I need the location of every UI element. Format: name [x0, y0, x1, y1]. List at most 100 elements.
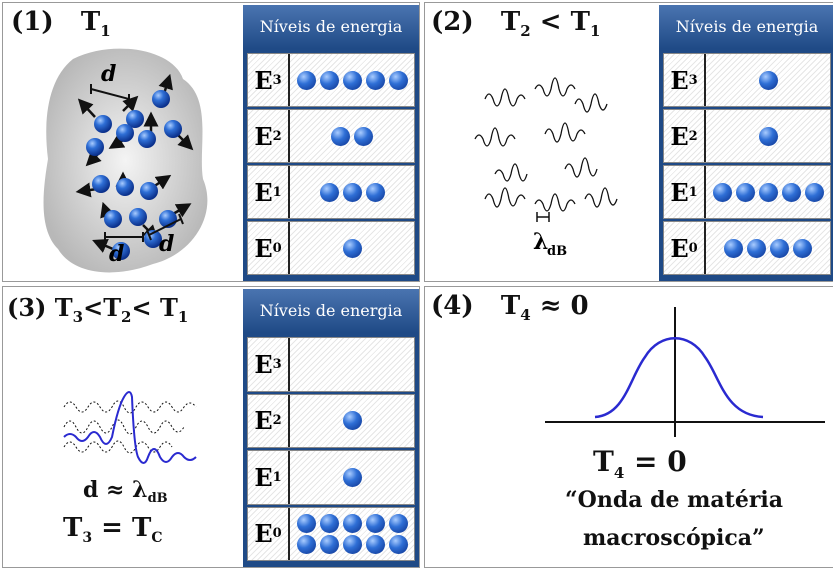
- energy-levels-title: Níveis de energia: [243, 5, 419, 49]
- thermal-gas-illustration: d d d: [43, 48, 208, 273]
- panel-1: (1) T1: [2, 2, 420, 282]
- temperature-symbol: T: [570, 7, 590, 37]
- particle-ball: [781, 182, 801, 202]
- particle-ball: [296, 513, 316, 533]
- particle-group: [292, 338, 412, 391]
- d-label-bottom-left: d: [109, 241, 124, 267]
- panel-number: (1): [11, 7, 54, 37]
- panel-number: (3): [7, 293, 47, 322]
- overlapping-waves-illustration: [63, 391, 197, 464]
- particle-ball: [319, 513, 339, 533]
- d-label-top: d: [101, 61, 116, 87]
- less-than-symbol: <T: [83, 293, 122, 322]
- caption-line-1: “Onda de matéria: [565, 487, 784, 513]
- panel-3-heading: (3) T3<T2< T1: [7, 293, 188, 326]
- energy-levels-title: Níveis de energia: [659, 5, 833, 49]
- particle-ball: [365, 70, 385, 90]
- particle-ball: [747, 238, 766, 258]
- particle-group: [708, 222, 828, 274]
- coherent-wave: [63, 391, 197, 464]
- particle-group: [708, 110, 828, 162]
- particle-ball: [342, 467, 362, 487]
- less-than-symbol: <: [539, 7, 562, 37]
- panel-2-heading: (2) T2 < T1: [431, 7, 600, 40]
- particle-ball: [342, 238, 362, 258]
- particle-ball: [758, 126, 778, 146]
- particle-ball: [342, 411, 362, 431]
- particle-group: [292, 395, 412, 448]
- gas-cloud: [43, 48, 208, 273]
- particle-ball: [342, 182, 362, 202]
- less-than-symbol: < T: [131, 293, 178, 322]
- particle-ball: [793, 238, 812, 258]
- particle-ball: [365, 534, 385, 554]
- particle-ball: [319, 182, 339, 202]
- caption-line-2: macroscópica”: [583, 525, 765, 551]
- panel-3: (3) T3<T2< T1 d ≈ λdB T3 = TC Níveis de …: [2, 286, 420, 568]
- temperature-subscript: 2: [520, 22, 531, 41]
- panel-4: (4) T4 ≈ 0 T4 = 0 “Onda de matéria macro…: [424, 286, 833, 568]
- particle-ball: [342, 534, 362, 554]
- particle-ball: [331, 126, 350, 146]
- particle-group: [292, 54, 412, 106]
- approx-zero: ≈ 0: [539, 291, 589, 321]
- particle-ball: [319, 70, 339, 90]
- temperature-symbol: T: [500, 291, 521, 321]
- particle-ball: [770, 238, 789, 258]
- particle-ball: [342, 70, 362, 90]
- particle-group: [292, 166, 412, 218]
- panel-4-heading: (4) T4 ≈ 0: [431, 291, 589, 324]
- temperature-subscript: 1: [177, 307, 189, 326]
- temperature-subscript: 4: [520, 306, 531, 325]
- particle-ball: [365, 513, 385, 533]
- particle-group: [292, 222, 412, 274]
- particle-ball: [342, 513, 362, 533]
- panel-number: (4): [431, 291, 474, 321]
- particle-ball: [758, 70, 778, 90]
- particle-group: [292, 110, 412, 162]
- particle-ball: [758, 182, 778, 202]
- temperature-subscript: 1: [100, 22, 111, 41]
- temperature-subscript: 3: [72, 307, 84, 326]
- t4-equals-zero: T4 = 0: [593, 445, 687, 482]
- panel-number: (2): [431, 7, 474, 37]
- particle-ball: [804, 182, 824, 202]
- d-label-bottom-right: d: [159, 231, 174, 257]
- particle-group: [708, 166, 828, 218]
- particle-ball: [388, 513, 408, 533]
- wave-packets-illustration: λ dB: [474, 77, 618, 259]
- d-lambda-relation: d ≈ λdB: [83, 477, 168, 507]
- temperature-symbol: T: [80, 7, 101, 37]
- temperature-symbol: T: [500, 7, 521, 37]
- particle-ball: [724, 238, 743, 258]
- particle-ball: [365, 182, 385, 202]
- particle-ball: [388, 534, 408, 554]
- particle-ball: [354, 126, 373, 146]
- particle-ball: [388, 70, 408, 90]
